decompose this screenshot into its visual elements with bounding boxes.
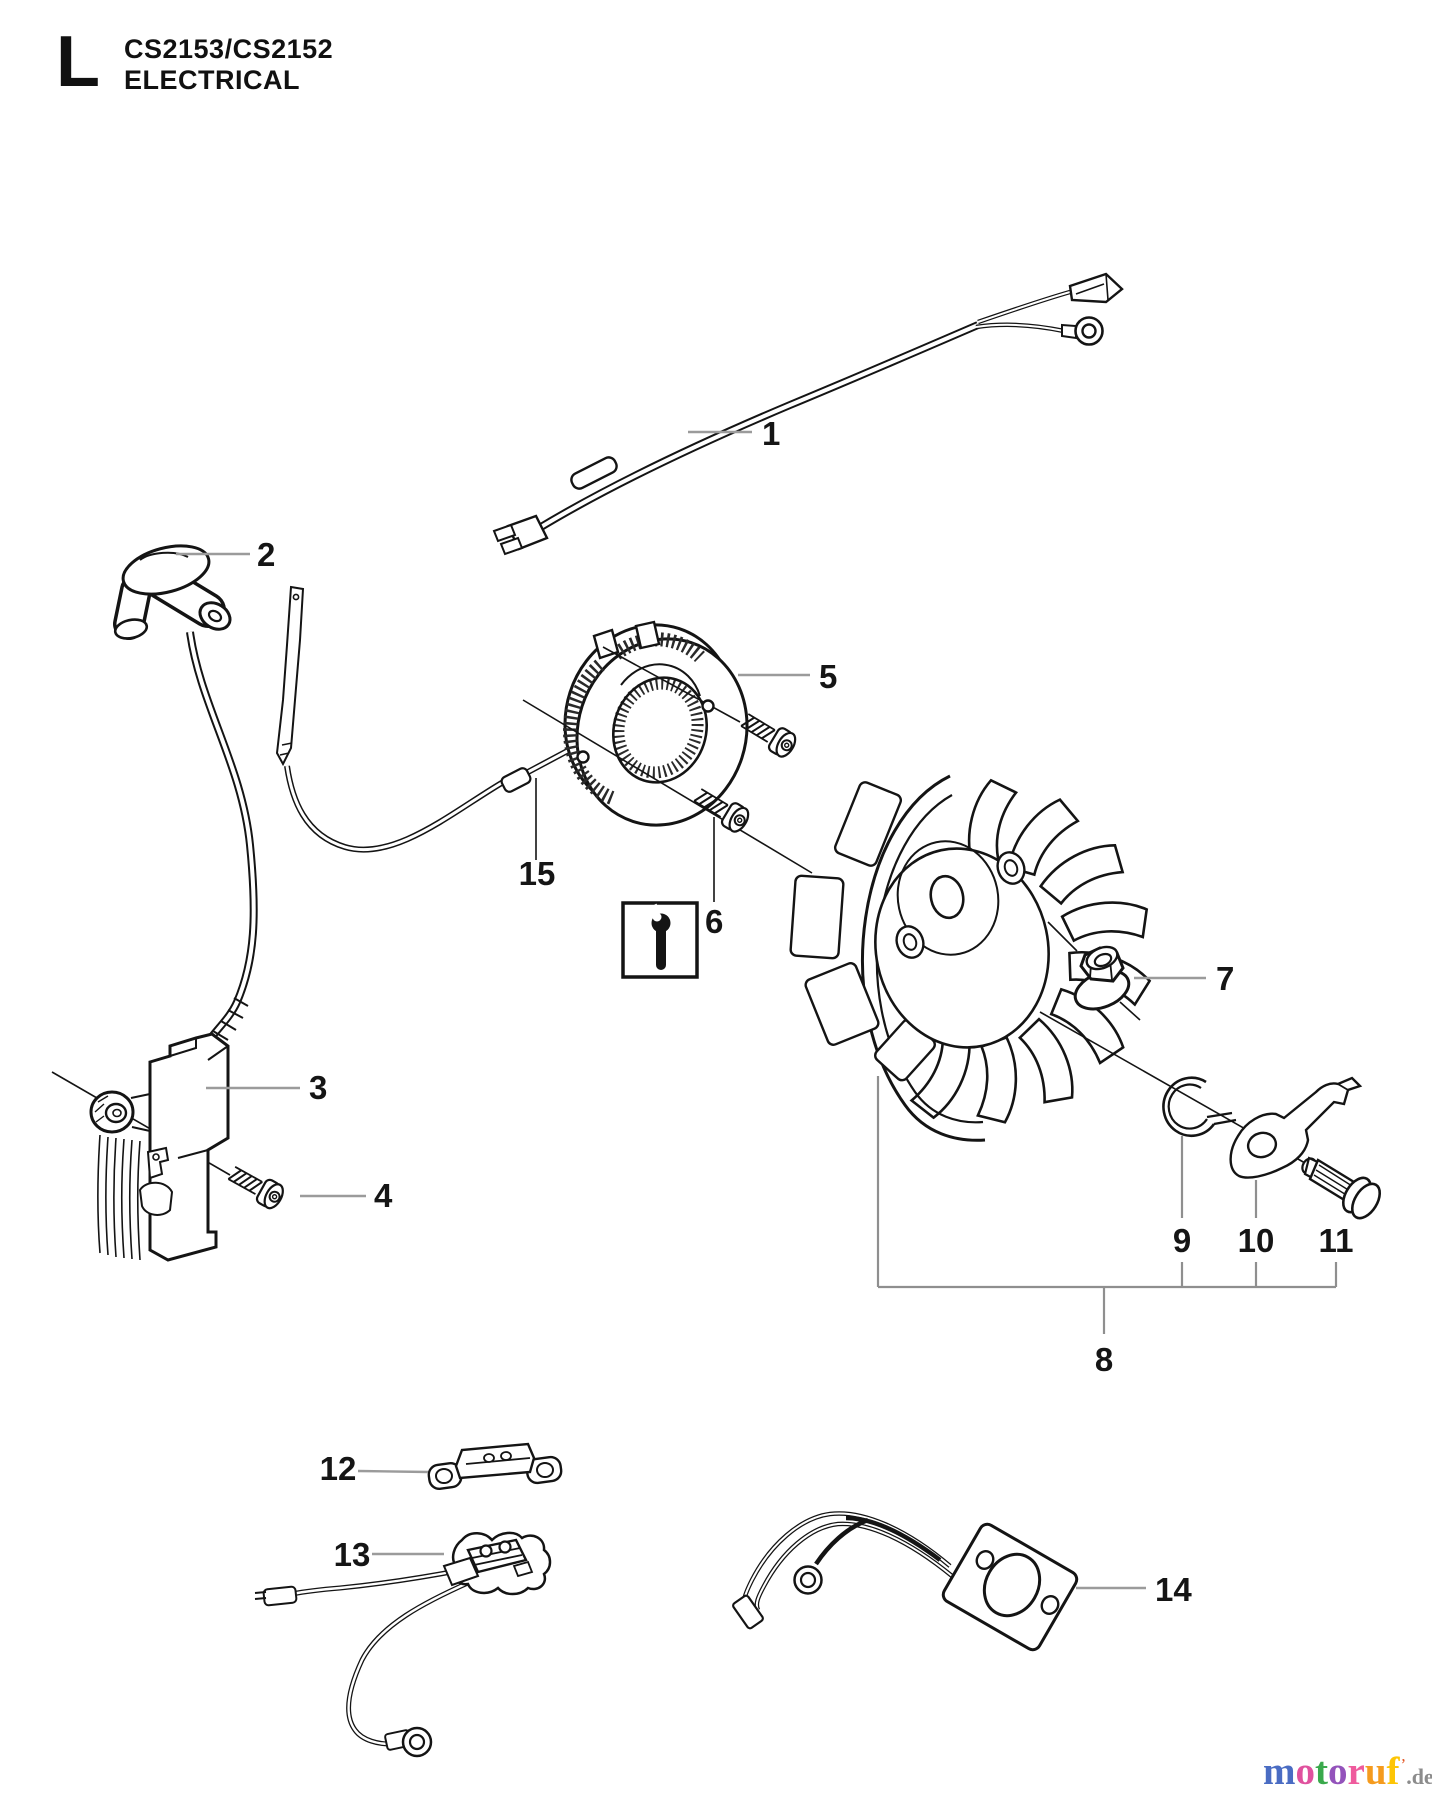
callout-9: 9 — [1173, 1222, 1191, 1259]
callout-8-bracket — [876, 1076, 1338, 1334]
part-15-wire — [284, 737, 590, 860]
callout-4: 4 — [374, 1177, 393, 1214]
part-7-nut — [1047, 921, 1206, 1021]
logo-letter: f — [1386, 1750, 1400, 1793]
logo-letter: o — [1295, 1750, 1316, 1793]
callout-14: 14 — [1155, 1571, 1192, 1608]
callout-6: 6 — [705, 903, 723, 940]
logo-letter: t — [1315, 1750, 1328, 1793]
logo-letter: o — [1328, 1750, 1348, 1793]
callout-5: 5 — [819, 658, 837, 695]
ht-lead-wire — [186, 631, 258, 1045]
header-block: CS2153/CS2152 ELECTRICAL — [124, 34, 333, 97]
part-12-bracket — [357, 1442, 563, 1491]
part-13-switch — [254, 1531, 552, 1758]
harness-connector — [492, 514, 549, 556]
part-8-flywheel — [789, 774, 1155, 1142]
callout-12: 12 — [320, 1450, 357, 1487]
callout-13: 13 — [334, 1536, 371, 1573]
section-letter: L — [56, 22, 100, 102]
logo-letter: m — [1263, 1750, 1296, 1793]
callout-labels: 1 2 3 4 5 6 7 8 9 10 11 12 13 14 15 — [257, 415, 1353, 1608]
callout-3: 3 — [309, 1069, 327, 1106]
part-1-wire-harness — [492, 272, 1124, 556]
callout-11: 11 — [1319, 1222, 1354, 1259]
motoruf-logo[interactable]: motoruf’.de — [1263, 1749, 1432, 1794]
callout-1: 1 — [762, 415, 780, 452]
model-title: CS2153/CS2152 — [124, 34, 334, 64]
callout-8: 8 — [1095, 1341, 1113, 1378]
part-5-stator-ring — [522, 620, 813, 874]
logo-mark: ’ — [1400, 1755, 1407, 1774]
part-9-spring — [1162, 1076, 1237, 1138]
part-14-gasket — [732, 1511, 1146, 1652]
callout-10: 10 — [1238, 1222, 1275, 1259]
part-2-spark-plug-cap — [113, 544, 250, 640]
logo-suffix: .de — [1406, 1764, 1432, 1789]
part-6-screws — [621, 707, 801, 979]
part-11-pin — [1301, 1156, 1382, 1220]
part-4-screw — [224, 1160, 366, 1213]
callout-15: 15 — [519, 855, 556, 892]
part-3-ignition-module — [51, 1032, 300, 1262]
motoruf-logo-letters: motoruf — [1263, 1749, 1400, 1794]
ring-terminal — [1061, 316, 1104, 346]
part-10-pawl — [1229, 1076, 1363, 1179]
wrench-icon — [646, 903, 671, 970]
screw-axis-b — [522, 699, 813, 874]
callout-2: 2 — [257, 536, 275, 573]
flat-strip — [275, 585, 305, 767]
spade-terminal — [1068, 272, 1124, 304]
logo-letter: u — [1364, 1750, 1387, 1793]
logo-letter: r — [1347, 1750, 1365, 1793]
tool-note-box — [621, 901, 699, 979]
page-title: ELECTRICAL — [124, 65, 300, 96]
callout-7: 7 — [1216, 960, 1234, 997]
screw-axis-a — [602, 646, 741, 723]
leader-12 — [357, 1469, 429, 1474]
